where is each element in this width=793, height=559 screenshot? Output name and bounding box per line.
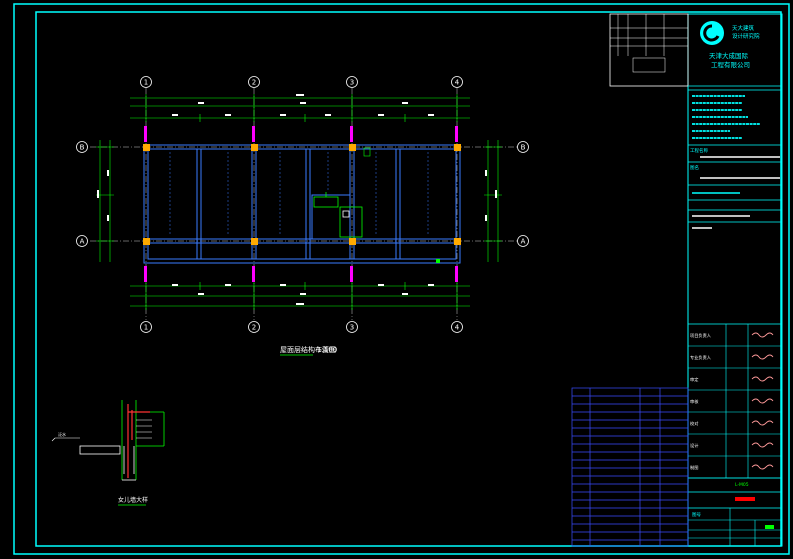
stage-stamp: L-M05 xyxy=(735,482,749,488)
red-stamp xyxy=(735,497,755,501)
plan-scale: 1:100 xyxy=(317,346,337,354)
drawing-label: 图名 xyxy=(690,164,699,171)
axis-B-left-bubble xyxy=(76,141,88,153)
axis-1-top-bubble xyxy=(140,76,152,88)
signature-mark xyxy=(751,420,774,426)
axis-1-bottom-label: 1 xyxy=(144,324,148,332)
axis-B-right-bubble xyxy=(517,141,529,153)
axis-2-top-bubble xyxy=(248,76,260,88)
signature-mark xyxy=(751,442,774,448)
sign-row-label: 专业负责人 xyxy=(690,354,712,361)
company-name-line1: 天津大成国际 xyxy=(709,51,749,60)
sign-row-label: 审核 xyxy=(690,398,699,405)
axis-A-right-bubble xyxy=(517,235,529,247)
project-label: 工程名称 xyxy=(690,147,708,154)
sheet-border-inner xyxy=(35,11,782,547)
sign-row-label: 校对 xyxy=(690,420,698,427)
signature-mark xyxy=(751,354,774,360)
sign-row-label: 审定 xyxy=(690,376,698,383)
axis-1-bottom-bubble xyxy=(140,321,152,333)
number-label: 图号 xyxy=(692,512,701,518)
detail-note: 泛水 xyxy=(58,431,66,437)
axis-3-bottom-bubble xyxy=(346,321,358,333)
signature-mark xyxy=(751,398,774,404)
company-name-line2: 工程有限公司 xyxy=(711,60,750,69)
axis-2-bottom-bubble xyxy=(248,321,260,333)
axis-1-top-label: 1 xyxy=(144,79,148,87)
axis-B-left-label: B xyxy=(80,144,85,152)
axis-4-top-label: 4 xyxy=(455,79,460,87)
detail-title: 女儿墙大样 xyxy=(118,496,148,504)
axis-A-left-bubble xyxy=(76,235,88,247)
axis-4-top-bubble xyxy=(451,76,463,88)
axis-A-left-label: A xyxy=(80,238,85,246)
signature-mark xyxy=(751,332,774,338)
sign-row-label: 设计 xyxy=(690,442,698,449)
sign-row-label: 制图 xyxy=(690,464,698,471)
axis-3-bottom-label: 3 xyxy=(350,324,354,332)
plan-title: 屋面层结构布置图 xyxy=(280,345,336,354)
sign-row-label: 项目负责人 xyxy=(690,332,712,339)
title-block: 天大建筑 设计研究院 天津大成国际 工程有限公司 工程名称 图名 xyxy=(609,13,783,547)
axis-B-right-label: B xyxy=(521,144,526,152)
signature-mark xyxy=(751,464,774,470)
logo-text-2: 设计研究院 xyxy=(732,32,760,40)
revision-table xyxy=(571,387,689,547)
axis-2-bottom-label: 2 xyxy=(252,324,256,332)
parapet-detail: 泛水 女儿墙大样 xyxy=(51,400,165,506)
axis-3-top-bubble xyxy=(346,76,358,88)
sheet-border-outer xyxy=(13,3,790,555)
axis-3-top-label: 3 xyxy=(350,79,354,87)
axis-4-bottom-label: 4 xyxy=(455,324,460,332)
logo-text-1: 天大建筑 xyxy=(732,24,755,32)
signature-mark xyxy=(751,376,774,382)
axis-4-bottom-bubble xyxy=(451,321,463,333)
axis-2-top-label: 2 xyxy=(252,79,256,87)
axis-A-right-label: A xyxy=(521,238,526,246)
